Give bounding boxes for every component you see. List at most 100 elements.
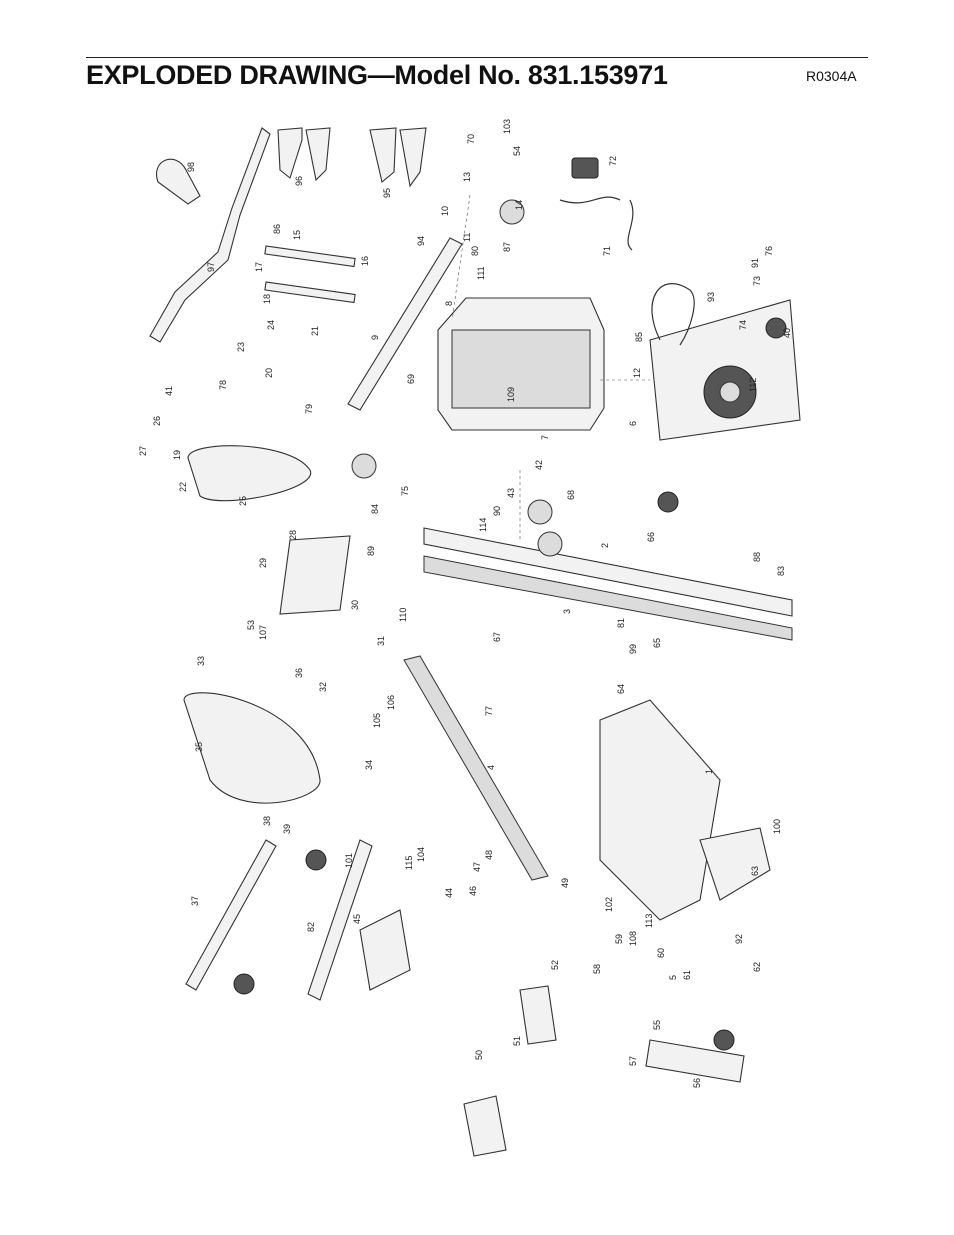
rail-9 [347,237,463,411]
part-label-12: 12 [632,368,642,378]
part-label-13: 13 [462,172,472,182]
part-label-43: 43 [506,488,516,498]
part-label-90: 90 [492,506,502,516]
part-label-99: 99 [628,644,638,654]
part-label-19: 19 [172,450,182,460]
part-label-7: 7 [540,435,550,440]
part-label-98: 98 [186,162,196,172]
part-label-72: 72 [608,156,618,166]
part-label-111: 111 [476,266,486,280]
part-label-54: 54 [512,146,522,156]
part-label-51: 51 [512,1036,522,1046]
part-label-10: 10 [440,206,450,216]
part-label-94: 94 [416,236,426,246]
part-label-36: 36 [294,668,304,678]
part-label-3: 3 [562,609,572,614]
adapter-72 [571,157,599,179]
wheel-40a [765,317,787,339]
part-label-65: 65 [652,638,662,648]
part-label-106: 106 [386,695,396,710]
part-label-58: 58 [592,964,602,974]
part-label-69: 69 [406,374,416,384]
part-label-16: 16 [360,256,370,266]
part-label-61: 61 [682,970,692,980]
power-cord-71 [559,196,634,251]
part-label-21: 21 [310,326,320,336]
part-label-109: 109 [506,387,516,402]
part-label-8: 8 [444,301,454,306]
part-label-67: 67 [492,632,502,642]
frame-2 [423,527,793,617]
part-label-45: 45 [352,914,362,924]
page-title: EXPLODED DRAWING—Model No. 831.153971 [86,60,668,90]
part-label-48: 48 [484,850,494,860]
part-label-101: 101 [344,853,354,868]
part-label-70: 70 [466,134,476,144]
wheel-14a [499,199,525,225]
frame-3 [423,555,793,641]
part-label-115: 115 [404,856,414,870]
part-label-86: 86 [272,224,282,234]
part-label-28: 28 [288,530,298,540]
part-label-79: 79 [304,404,314,414]
part-label-80: 80 [470,246,480,256]
part-label-2: 2 [600,543,610,548]
part-label-92: 92 [734,934,744,944]
part-label-50: 50 [474,1050,484,1060]
part-label-84: 84 [370,504,380,514]
part-label-59: 59 [614,934,624,944]
part-label-17: 17 [254,262,264,272]
part-label-32: 32 [318,682,328,692]
part-label-95: 95 [382,188,392,198]
part-label-38: 38 [262,816,272,826]
part-label-24: 24 [266,320,276,330]
part-label-27: 27 [138,446,148,456]
part-label-42: 42 [534,460,544,470]
part-label-62: 62 [752,962,762,972]
bar-15b [264,281,356,304]
part-label-20: 20 [264,368,274,378]
part-label-34: 34 [364,760,374,770]
part-label-103: 103 [502,119,512,134]
part-label-78: 78 [218,380,228,390]
part-label-44: 44 [444,888,454,898]
part-label-26: 26 [152,416,162,426]
part-label-40: 40 [782,328,792,338]
part-label-57: 57 [628,1056,638,1066]
panel-45 [359,909,411,991]
part-label-81: 81 [616,618,626,628]
bracket-96 [277,127,331,182]
part-label-30: 30 [350,600,360,610]
part-label-102: 102 [604,897,614,912]
header-rule [86,57,868,58]
part-label-87: 87 [502,242,512,252]
part-label-1: 1 [704,769,714,774]
part-label-75: 75 [400,486,410,496]
part-label-73: 73 [752,276,762,286]
part-label-22: 22 [178,482,188,492]
wheel-40e [713,1029,735,1051]
part-label-39: 39 [282,824,292,834]
part-label-93: 93 [706,292,716,302]
pedal-28 [279,535,351,615]
part-label-71: 71 [602,246,612,256]
part-label-49: 49 [560,878,570,888]
part-label-85: 85 [634,332,644,342]
part-label-55: 55 [652,1020,662,1030]
cable-harness [651,283,695,346]
part-label-46: 46 [468,886,478,896]
part-label-107: 107 [258,625,268,640]
wheel-40c [305,849,327,871]
part-label-64: 64 [616,684,626,694]
part-label-113: 113 [644,914,654,928]
document-code: R0304A [806,68,857,84]
roller-52a [519,985,557,1045]
part-label-9: 9 [370,335,380,340]
part-label-66: 66 [646,532,656,542]
part-label-60: 60 [656,948,666,958]
part-label-68: 68 [566,490,576,500]
part-label-29: 29 [258,558,268,568]
bar-15a [264,245,356,268]
part-label-82: 82 [306,922,316,932]
wheel-14b [351,453,377,479]
